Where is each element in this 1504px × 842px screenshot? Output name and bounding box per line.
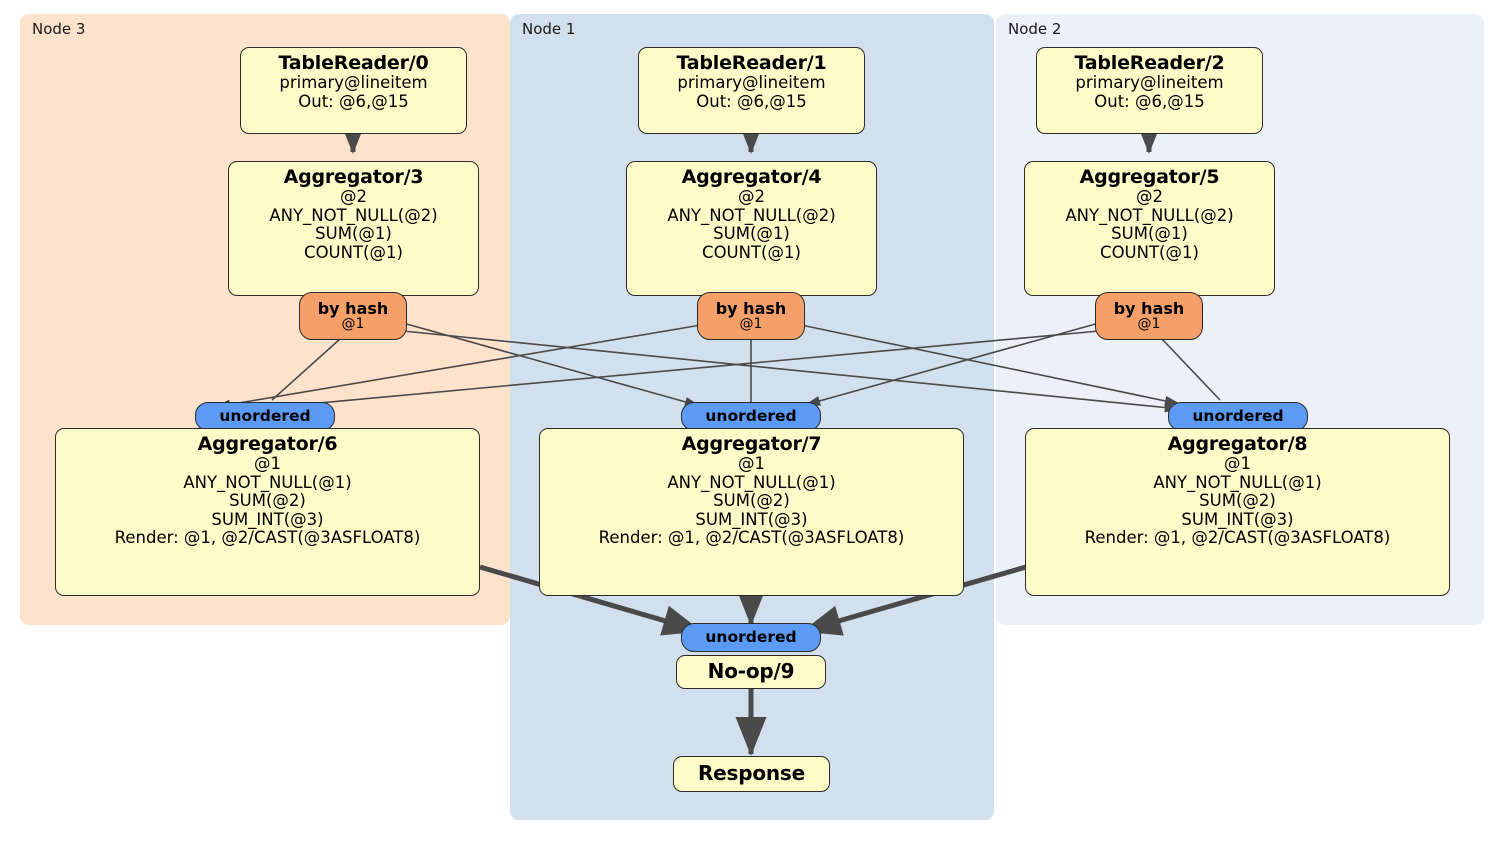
processor-line: @1 bbox=[254, 454, 281, 474]
processor-line: SUM(@2) bbox=[713, 491, 790, 511]
processor-title: TableReader/2 bbox=[1074, 52, 1225, 74]
processor-line: primary@lineitem bbox=[1075, 73, 1224, 93]
processor-title: Aggregator/5 bbox=[1079, 166, 1220, 188]
processor-title: Aggregator/8 bbox=[1167, 433, 1308, 455]
router-sublabel: @1 bbox=[1137, 316, 1161, 333]
processor-title: Aggregator/3 bbox=[283, 166, 424, 188]
processor-line: Render: @1, @2/CAST(@3ASFLOAT8) bbox=[114, 528, 421, 548]
processor-line: @1 bbox=[1224, 454, 1251, 474]
processor-title: Aggregator/4 bbox=[681, 166, 822, 188]
synchronizer-label: unordered bbox=[219, 406, 311, 425]
processor-aggregator7[interactable]: Aggregator/7 @1 ANY_NOT_NULL(@1) SUM(@2)… bbox=[539, 428, 964, 596]
processor-aggregator3[interactable]: Aggregator/3 @2 ANY_NOT_NULL(@2) SUM(@1)… bbox=[228, 161, 479, 296]
processor-tablereader1[interactable]: TableReader/1 primary@lineitem Out: @6,@… bbox=[638, 47, 865, 134]
processor-line: ANY_NOT_NULL(@2) bbox=[1065, 205, 1234, 225]
processor-aggregator8[interactable]: Aggregator/8 @1 ANY_NOT_NULL(@1) SUM(@2)… bbox=[1025, 428, 1450, 596]
router-label: by hash bbox=[1113, 298, 1185, 318]
processor-line: COUNT(@1) bbox=[1100, 242, 1199, 262]
processor-line: SUM(@1) bbox=[1111, 224, 1188, 244]
processor-line: SUM_INT(@3) bbox=[211, 509, 324, 529]
processor-line: @2 bbox=[1136, 187, 1163, 207]
node-panel-label-node1: Node 1 bbox=[522, 20, 576, 38]
processor-title: TableReader/1 bbox=[676, 52, 827, 74]
synchronizer-label: unordered bbox=[705, 627, 797, 646]
processor-line: @2 bbox=[340, 187, 367, 207]
processor-line: SUM(@2) bbox=[1199, 491, 1276, 511]
synchronizer-label: unordered bbox=[705, 406, 797, 425]
processor-line: Render: @1, @2/CAST(@3ASFLOAT8) bbox=[598, 528, 905, 548]
processor-tablereader0[interactable]: TableReader/0 primary@lineitem Out: @6,@… bbox=[240, 47, 467, 134]
processor-line: ANY_NOT_NULL(@1) bbox=[1153, 472, 1322, 492]
processor-line: SUM(@1) bbox=[713, 224, 790, 244]
processor-aggregator4[interactable]: Aggregator/4 @2 ANY_NOT_NULL(@2) SUM(@1)… bbox=[626, 161, 877, 296]
processor-noop9[interactable]: No-op/9 bbox=[676, 655, 826, 689]
router-label: by hash bbox=[317, 298, 389, 318]
processor-aggregator6[interactable]: Aggregator/6 @1 ANY_NOT_NULL(@1) SUM(@2)… bbox=[55, 428, 480, 596]
processor-line: primary@lineitem bbox=[279, 73, 428, 93]
router-sublabel: @1 bbox=[341, 316, 365, 333]
processor-line: Out: @6,@15 bbox=[1094, 91, 1205, 111]
processor-line: ANY_NOT_NULL(@2) bbox=[667, 205, 836, 225]
processor-line: SUM(@2) bbox=[229, 491, 306, 511]
processor-title: Aggregator/6 bbox=[197, 433, 338, 455]
router-byhash-center[interactable]: by hash @1 bbox=[697, 292, 805, 340]
processor-line: ANY_NOT_NULL(@2) bbox=[269, 205, 438, 225]
router-byhash-right[interactable]: by hash @1 bbox=[1095, 292, 1203, 340]
processor-aggregator5[interactable]: Aggregator/5 @2 ANY_NOT_NULL(@2) SUM(@1)… bbox=[1024, 161, 1275, 296]
node-panel-label-node2: Node 2 bbox=[1008, 20, 1062, 38]
processor-title: TableReader/0 bbox=[278, 52, 429, 74]
synchronizer-label: unordered bbox=[1192, 406, 1284, 425]
synchronizer-unordered-final[interactable]: unordered bbox=[681, 623, 821, 652]
synchronizer-unordered-right[interactable]: unordered bbox=[1168, 402, 1308, 431]
processor-line: Out: @6,@15 bbox=[298, 91, 409, 111]
synchronizer-unordered-left[interactable]: unordered bbox=[195, 402, 335, 431]
processor-line: SUM_INT(@3) bbox=[695, 509, 808, 529]
router-label: by hash bbox=[715, 298, 787, 318]
processor-line: COUNT(@1) bbox=[304, 242, 403, 262]
processor-title: Response bbox=[697, 761, 806, 785]
processor-line: ANY_NOT_NULL(@1) bbox=[183, 472, 352, 492]
processor-line: @1 bbox=[738, 454, 765, 474]
processor-line: Render: @1, @2/CAST(@3ASFLOAT8) bbox=[1084, 528, 1391, 548]
processor-tablereader2[interactable]: TableReader/2 primary@lineitem Out: @6,@… bbox=[1036, 47, 1263, 134]
node-panel-label-node3: Node 3 bbox=[32, 20, 86, 38]
router-byhash-left[interactable]: by hash @1 bbox=[299, 292, 407, 340]
processor-response[interactable]: Response bbox=[673, 756, 830, 792]
synchronizer-unordered-center[interactable]: unordered bbox=[681, 402, 821, 431]
processor-line: SUM(@1) bbox=[315, 224, 392, 244]
processor-line: ANY_NOT_NULL(@1) bbox=[667, 472, 836, 492]
processor-line: @2 bbox=[738, 187, 765, 207]
processor-line: SUM_INT(@3) bbox=[1181, 509, 1294, 529]
processor-title: Aggregator/7 bbox=[681, 433, 822, 455]
processor-line: COUNT(@1) bbox=[702, 242, 801, 262]
processor-line: primary@lineitem bbox=[677, 73, 826, 93]
router-sublabel: @1 bbox=[739, 316, 763, 333]
processor-line: Out: @6,@15 bbox=[696, 91, 807, 111]
processor-title: No-op/9 bbox=[707, 659, 795, 683]
